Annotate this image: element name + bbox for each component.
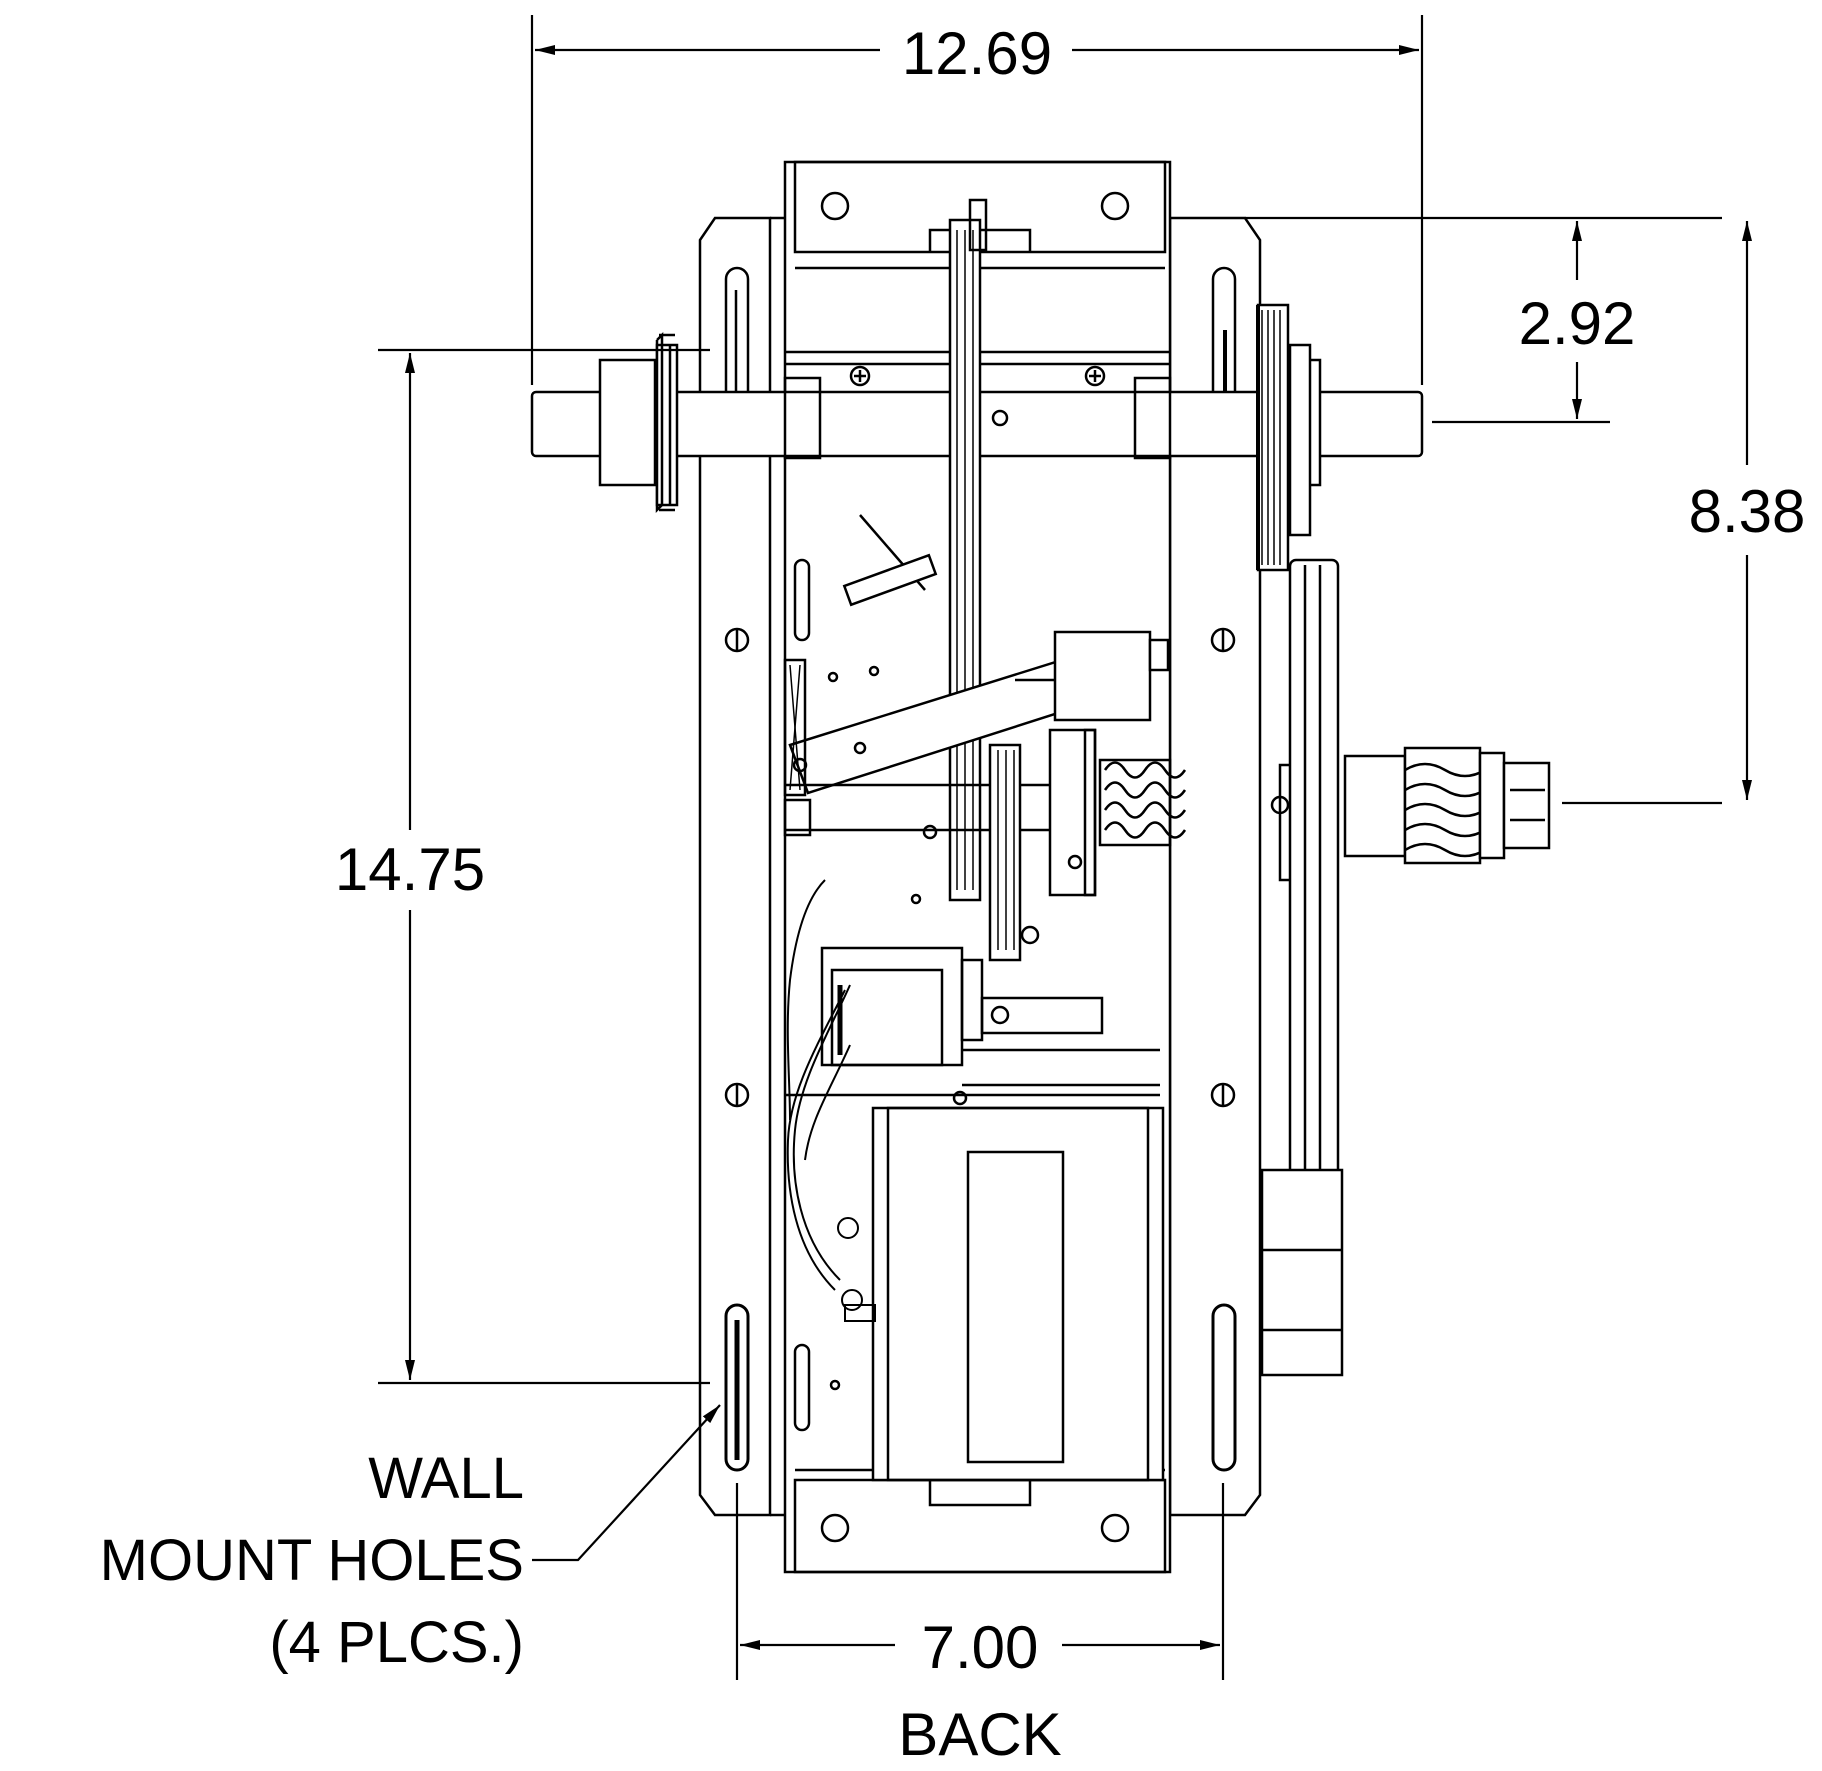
dim-overall-width: 12.69: [902, 20, 1052, 87]
dim-top-to-output-shaft: 8.38: [1689, 478, 1806, 545]
callout-wall: WALL: [368, 1446, 524, 1511]
operator-unit: [530, 160, 1551, 1574]
left-sprocket: [655, 331, 679, 514]
wire-harness: [786, 879, 876, 1322]
frame-slot: [793, 1343, 811, 1432]
dim-top-to-shaft: 2.92: [1519, 290, 1636, 357]
dim-mount-hole-spacing-horizontal: 7.00: [922, 1614, 1039, 1681]
frame-hole: [868, 665, 880, 677]
frame-hole: [827, 671, 839, 683]
left-mounting-plate: [698, 216, 772, 1517]
frame-slot: [793, 558, 811, 642]
frame-hole: [829, 1379, 841, 1391]
frame-hole: [910, 893, 922, 905]
callout-mount-holes: MOUNT HOLES: [100, 1528, 524, 1593]
limit-spring-assembly: [1048, 728, 1187, 897]
drive-pulley: [1260, 558, 1344, 1377]
right-chain-sprocket: [1256, 303, 1312, 572]
motor-housing: [785, 1090, 1165, 1482]
dim-mount-hole-spacing-vertical: 14.75: [335, 836, 485, 903]
view-label: BACK: [898, 1701, 1061, 1768]
callout-quantity: (4 PLCS.): [269, 1610, 524, 1675]
vertical-chain: [948, 198, 1009, 902]
middle-cross-bar: [783, 783, 1070, 840]
upper-right-bracket: [1053, 630, 1170, 722]
solenoid: [820, 946, 1160, 1087]
dimension-lines: [378, 15, 1752, 1680]
left-spring: [783, 658, 807, 797]
motor-label-plate: [966, 1150, 1065, 1464]
middle-sprocket: [988, 743, 1040, 962]
